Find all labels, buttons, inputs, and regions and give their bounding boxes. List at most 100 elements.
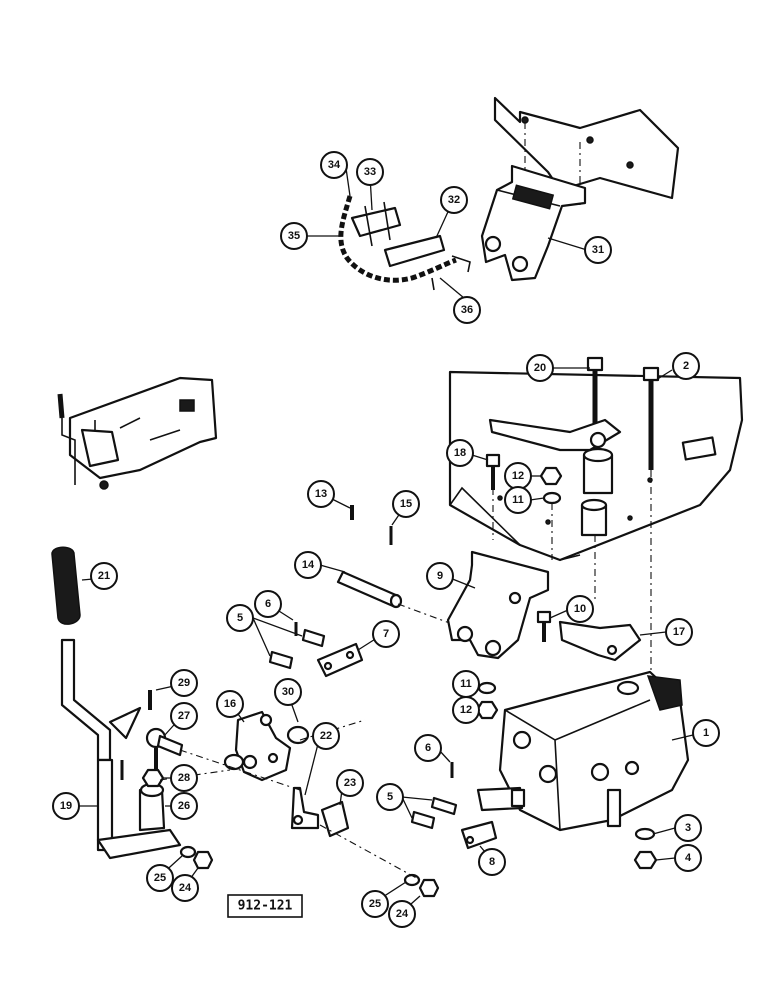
svg-text:23: 23 [344, 777, 356, 789]
callout-17: 17 [665, 618, 693, 646]
callout-18: 18 [446, 439, 474, 467]
svg-text:16: 16 [224, 698, 236, 710]
part-27-rod-end [145, 727, 184, 770]
callout-1: 1 [692, 719, 720, 747]
svg-text:5: 5 [387, 791, 393, 803]
callout-35: 35 [280, 222, 308, 250]
callout-30: 30 [274, 678, 302, 706]
callout-11-lower: 11 [452, 670, 480, 698]
svg-text:24: 24 [179, 882, 192, 894]
callout-29: 29 [170, 669, 198, 697]
part-18-bolt [485, 453, 501, 490]
svg-text:13: 13 [315, 488, 327, 500]
part-25-washer-right [403, 873, 421, 887]
part-2-long-bolt [642, 366, 660, 470]
part-11-washer-upper [542, 491, 562, 505]
part-5-pins-upper [268, 628, 326, 670]
part-24-nut-right [418, 878, 440, 898]
part-5-pins-lower [410, 796, 458, 830]
svg-text:4: 4 [685, 852, 692, 864]
callout-24-right: 24 [388, 900, 416, 928]
control-lever-on-plate [488, 418, 622, 452]
part-19-lever [60, 638, 182, 860]
bushing-upper [582, 447, 614, 495]
part-30-washer [286, 725, 310, 745]
callout-9: 9 [426, 562, 454, 590]
callout-24-left: 24 [171, 874, 199, 902]
callout-26: 26 [170, 792, 198, 820]
svg-text:15: 15 [400, 498, 412, 510]
part-17-link [558, 620, 642, 662]
part-11-washer-lower [477, 681, 497, 695]
callout-25-right: 25 [361, 890, 389, 918]
svg-text:30: 30 [282, 686, 294, 698]
part-22-lever-arm [290, 786, 320, 830]
svg-text:36: 36 [461, 304, 473, 316]
part-23-bushing [320, 800, 350, 838]
callout-10: 10 [566, 595, 594, 623]
part-1-control-valve [476, 670, 690, 832]
callout-2: 2 [672, 352, 700, 380]
callout-12-lower: 12 [452, 696, 480, 724]
callout-8: 8 [478, 848, 506, 876]
seat-mount-bracket [493, 96, 680, 205]
svg-text:5: 5 [237, 612, 243, 624]
svg-text:12: 12 [512, 470, 524, 482]
svg-text:11: 11 [460, 678, 472, 690]
part-8-link [460, 820, 498, 850]
svg-text:912-121: 912-121 [238, 899, 293, 914]
svg-text:32: 32 [448, 194, 460, 206]
part-10-bolt [536, 610, 552, 642]
callout-32: 32 [440, 186, 468, 214]
svg-text:9: 9 [437, 570, 443, 582]
callout-21: 21 [90, 562, 118, 590]
washer-near-16 [223, 753, 245, 771]
svg-text:24: 24 [396, 908, 409, 920]
svg-text:7: 7 [383, 628, 389, 640]
installed-view-inset [57, 376, 218, 490]
svg-text:19: 19 [60, 800, 72, 812]
part-21-knob [51, 546, 81, 625]
callout-23: 23 [336, 769, 364, 797]
svg-text:6: 6 [265, 598, 271, 610]
callout-5-upper: 5 [226, 604, 254, 632]
part-16-block [234, 710, 292, 782]
callout-11-upper: 11 [504, 486, 532, 514]
callout-22: 22 [312, 722, 340, 750]
svg-text:11: 11 [512, 494, 524, 506]
figure-id-label: 912-121 [227, 894, 303, 918]
svg-text:6: 6 [425, 742, 431, 754]
part-14-pin [336, 570, 403, 609]
callout-6-lower: 6 [414, 734, 442, 762]
svg-text:20: 20 [534, 362, 546, 374]
svg-text:27: 27 [178, 710, 190, 722]
callout-7: 7 [372, 620, 400, 648]
part-3-washer [634, 827, 656, 841]
callout-12-upper: 12 [504, 462, 532, 490]
part-9-bracket [446, 550, 550, 660]
bushing-lower [580, 498, 608, 537]
callout-3: 3 [674, 814, 702, 842]
part-24-nut-left [192, 850, 214, 870]
svg-text:25: 25 [154, 872, 166, 884]
svg-text:22: 22 [320, 730, 332, 742]
part-26-clevis [138, 782, 166, 832]
svg-text:21: 21 [98, 570, 110, 582]
svg-text:2: 2 [683, 360, 689, 372]
callout-19: 19 [52, 792, 80, 820]
svg-text:29: 29 [178, 677, 190, 689]
callout-25-left: 25 [146, 864, 174, 892]
chain-assembly [338, 195, 471, 291]
callout-15: 15 [392, 490, 420, 518]
svg-text:8: 8 [489, 856, 495, 868]
svg-text:26: 26 [178, 800, 190, 812]
svg-text:10: 10 [574, 603, 586, 615]
callout-14: 14 [294, 551, 322, 579]
callout-4: 4 [674, 844, 702, 872]
callout-31: 31 [584, 236, 612, 264]
part-28-nut [141, 768, 165, 788]
callout-33: 33 [356, 158, 384, 186]
callout-27: 27 [170, 702, 198, 730]
svg-text:28: 28 [178, 772, 190, 784]
